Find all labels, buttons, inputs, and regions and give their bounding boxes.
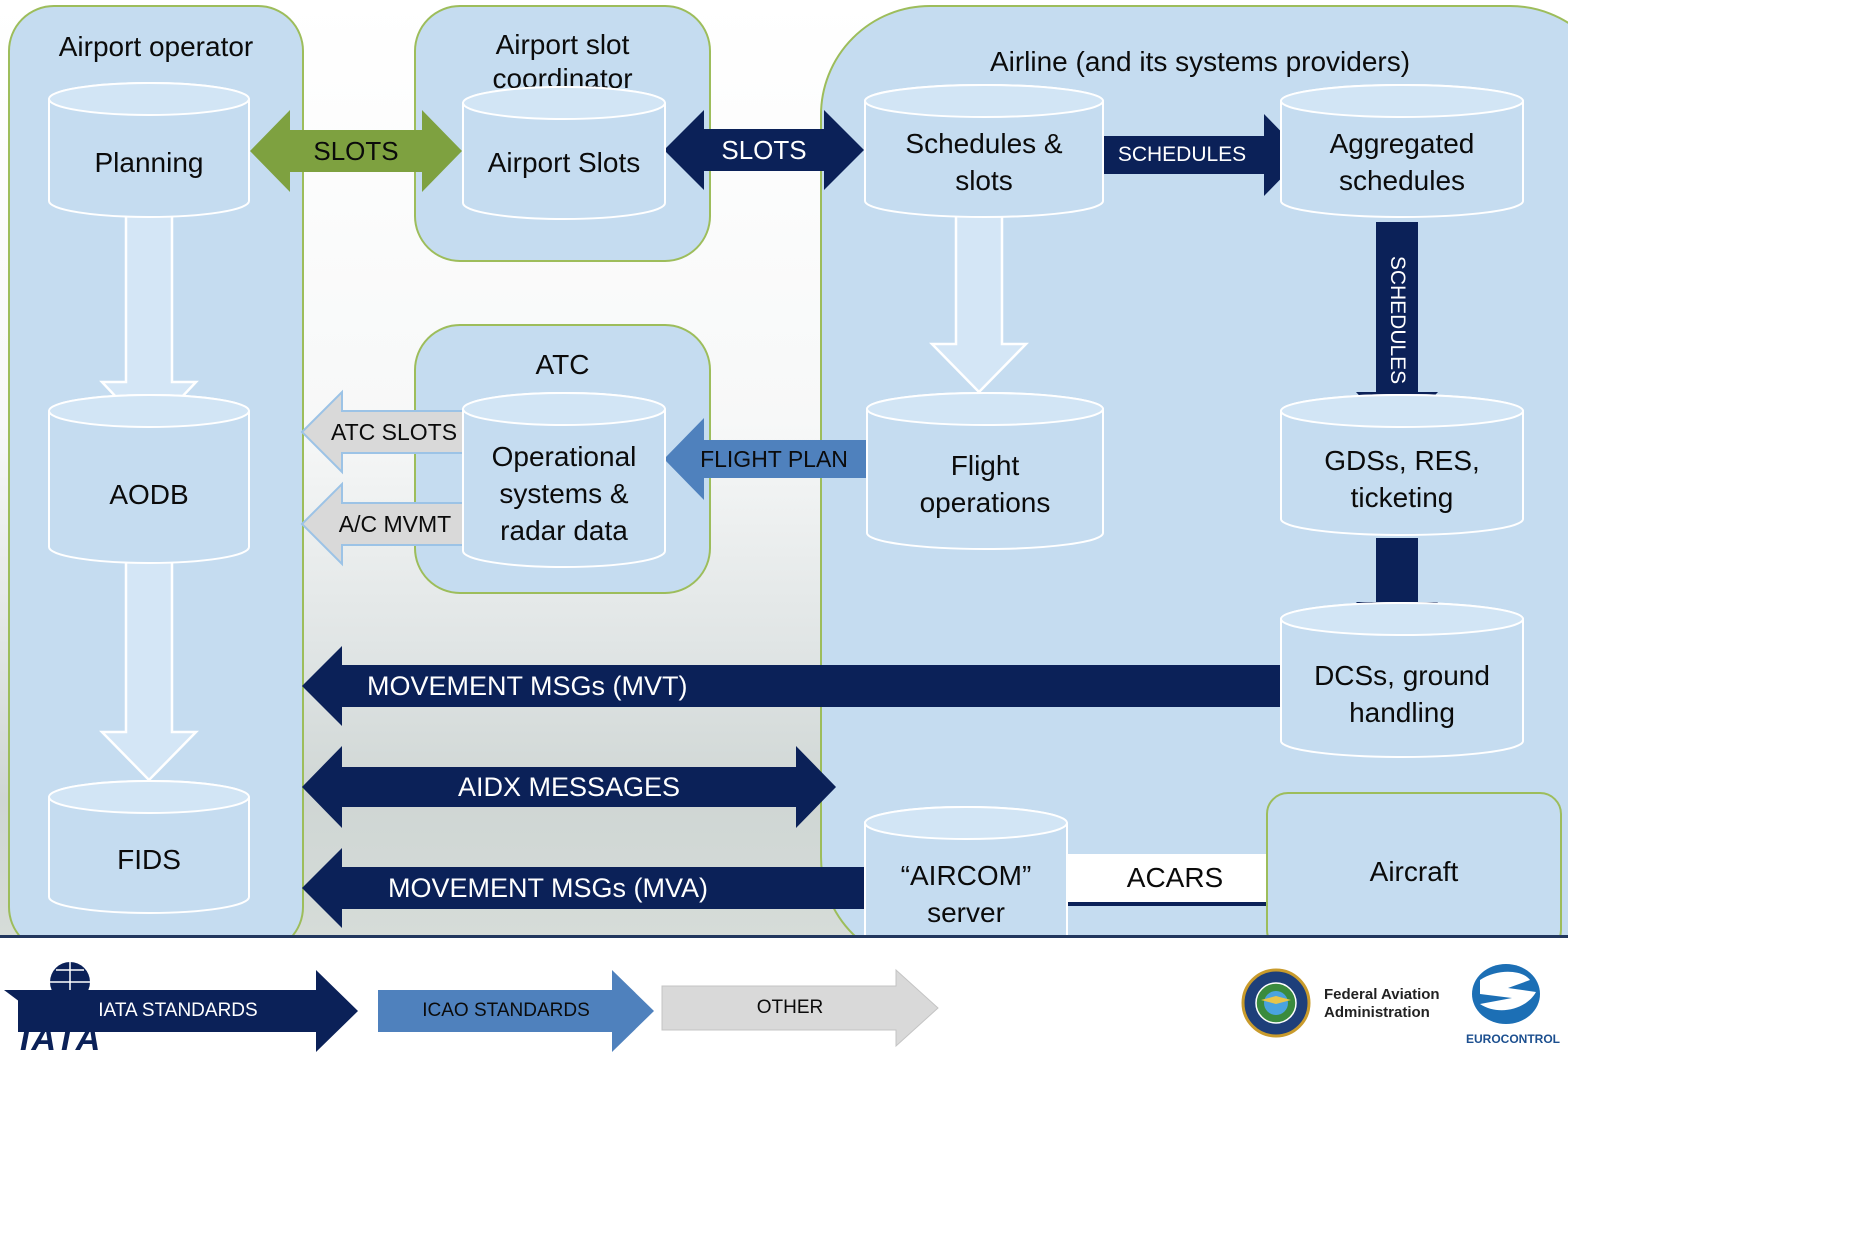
db-operational-systems-label: Operational systems & radar data (491, 440, 637, 546)
flow-movement-mva: MOVEMENT MSGs (MVA) (302, 848, 870, 928)
db-dcs-ground: DCSs, ground handling (1280, 602, 1524, 758)
db-aodb: AODB (48, 394, 250, 564)
footer-rule (0, 935, 1568, 938)
db-airport-slots-label: Airport Slots (487, 146, 641, 178)
db-aggregated-schedules: Aggregated schedules (1280, 84, 1524, 218)
flow-slots-green-label: SLOTS (313, 135, 399, 166)
flow-movement-mvt: MOVEMENT MSGs (MVT) (302, 646, 1286, 726)
db-aggregated-schedules-label: Aggregated schedules (1329, 128, 1475, 196)
flow-schedules-horizontal-label: SCHEDULES (1117, 143, 1247, 166)
flow-schedules-vertical: SCHEDULES (1356, 222, 1438, 436)
db-aodb-label: AODB (109, 478, 189, 510)
footer-legend: IATA IATA STANDARDS ICAO STANDARDS OTHER… (0, 938, 1568, 1052)
panel-title-slot-coordinator: Airport slot coordinator (492, 29, 633, 94)
db-fids-label: FIDS (117, 843, 181, 875)
db-flight-operations: Flight operations (866, 392, 1104, 550)
flow-schedules-horizontal: SCHEDULES (1100, 114, 1304, 196)
db-flight-operations-label: Flight operations (919, 450, 1051, 518)
flow-flight-plan-label: FLIGHT PLAN (700, 445, 848, 472)
acars-link-bar (1064, 854, 1268, 906)
eurocontrol-wordmark: EUROCONTROL (1466, 1032, 1560, 1046)
panel-title-airline: Airline (and its systems providers) (989, 46, 1411, 77)
db-planning: Planning (48, 82, 250, 218)
arrow-aodb-to-fids (99, 558, 199, 782)
legend-other-arrow: OTHER (661, 968, 939, 1052)
db-dcs-ground-label: DCSs, ground handling (1314, 660, 1490, 728)
legend-icao-label: ICAO STANDARDS (422, 1000, 590, 1021)
diagram-canvas: Airport operator Airport slot coordinato… (0, 0, 1568, 1052)
flow-movement-mvt-label: MOVEMENT MSGs (MVT) (367, 670, 688, 701)
flow-ac-mvmt: A/C MVMT (300, 481, 469, 567)
panel-title-airport-operator: Airport operator (58, 31, 254, 62)
panel-title-slot-coordinator-clip: Airport slot coordinator (414, 28, 711, 94)
legend-iata-label: IATA STANDARDS (98, 1000, 258, 1021)
db-schedules-slots-label: Schedules & slots (905, 128, 1063, 196)
flow-slots-navy-label: SLOTS (721, 134, 807, 165)
eurocontrol-logo-icon (1468, 958, 1548, 1030)
legend-iata-arrow: IATA STANDARDS (18, 970, 358, 1052)
aircraft-label: Aircraft (1369, 856, 1459, 887)
flow-atc-slots-label: ATC SLOTS (330, 418, 458, 445)
db-airport-slots: Airport Slots (462, 86, 666, 220)
flow-atc-slots: ATC SLOTS (300, 389, 469, 475)
db-planning-label: Planning (94, 146, 204, 178)
flow-flight-plan: FLIGHT PLAN (664, 418, 868, 500)
db-operational-systems: Operational systems & radar data (462, 392, 666, 568)
legend-other-label: OTHER (756, 997, 824, 1018)
faa-name-line2: Administration (1324, 1004, 1430, 1021)
legend-icao-arrow: ICAO STANDARDS (378, 970, 654, 1052)
arrow-schedules-to-flight-ops (929, 210, 1029, 394)
db-aircom-server-label: “AIRCOM” server (900, 860, 1032, 928)
db-schedules-slots: Schedules & slots (864, 84, 1104, 218)
db-aircom-server: “AIRCOM” server (864, 806, 1068, 956)
flow-slots-navy: SLOTS (664, 110, 864, 190)
flow-aidx-messages-label: AIDX MESSAGES (457, 771, 681, 802)
db-gds-res: GDSs, RES, ticketing (1280, 394, 1524, 536)
db-fids: FIDS (48, 780, 250, 914)
panel-title-atc: ATC (535, 349, 590, 380)
faa-seal-icon (1241, 968, 1311, 1038)
flow-aidx-messages: AIDX MESSAGES (302, 746, 836, 828)
flow-movement-mva-label: MOVEMENT MSGs (MVA) (388, 872, 709, 903)
flow-schedules-vertical-label: SCHEDULES (1386, 255, 1409, 385)
flow-slots-green: SLOTS (250, 110, 462, 192)
flow-ac-mvmt-label: A/C MVMT (338, 510, 452, 537)
db-gds-res-label: GDSs, RES, ticketing (1324, 445, 1480, 513)
faa-name-line1: Federal Aviation (1324, 986, 1440, 1003)
acars-label: ACARS (1126, 862, 1224, 893)
